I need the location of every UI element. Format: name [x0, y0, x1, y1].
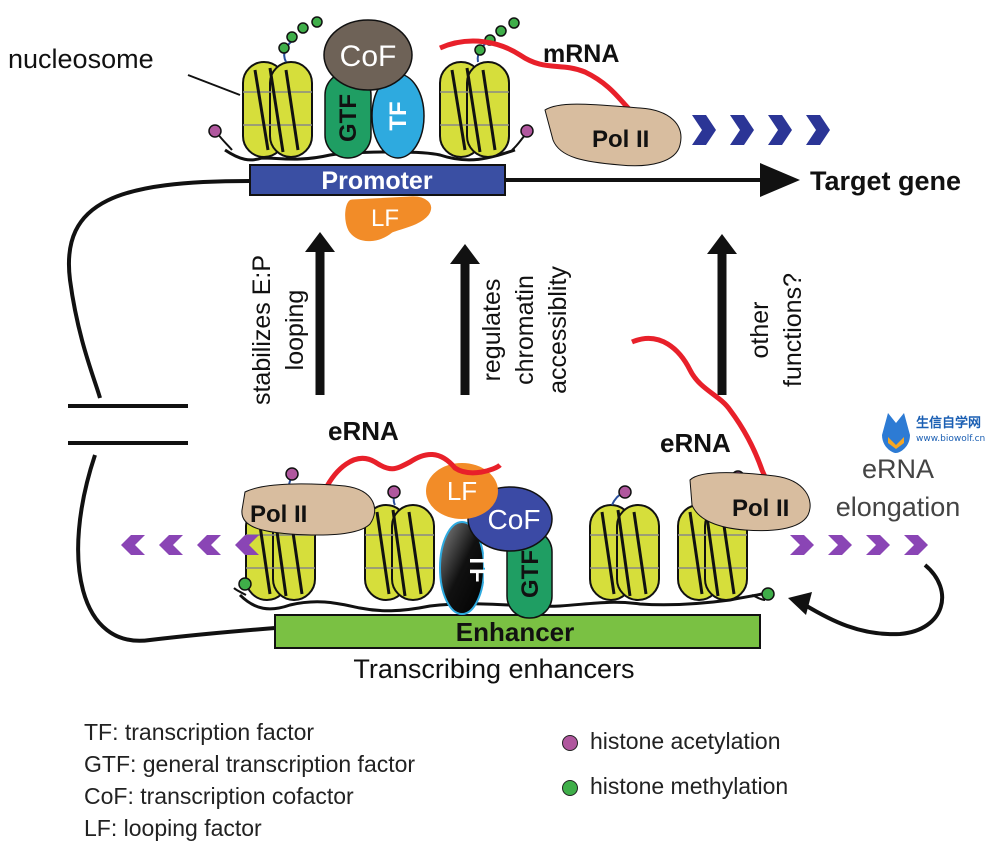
acetylation-dot-icon [562, 734, 578, 751]
acetylation-dot-bottom-1 [285, 467, 299, 481]
mrna-label: mRNA [543, 40, 619, 68]
methylation-chain-top-1 [278, 16, 323, 54]
nucleosome-bottom-3 [589, 504, 660, 601]
svg-text:CoF: CoF [340, 40, 397, 73]
histone-tail-acetyl-top-1 [217, 133, 233, 151]
pol2-top: Pol II [544, 103, 682, 167]
pol2-bottom-right: Pol II [689, 472, 811, 532]
methylation-dot-bottom-right [761, 587, 775, 601]
svg-text:TF: TF [385, 101, 412, 130]
cof-top: CoF [323, 19, 413, 91]
legend-acetylation-label: histone acetylation [590, 728, 781, 754]
erna-elongation-curved-arrow [803, 563, 945, 637]
acetylation-dot-top-2 [520, 124, 534, 138]
mrna-strand [439, 38, 632, 112]
arrow-regulates-accessibility: regulates chromatin accessiblity [450, 244, 572, 395]
gtf-top: GTF [324, 71, 372, 159]
erna-strand-left [322, 452, 502, 492]
nucleosome-top-2 [439, 61, 510, 158]
erna-direction-arrows-right [790, 535, 928, 555]
dna-loop-lower [76, 454, 276, 643]
acetylation-dot-top-1 [208, 124, 222, 138]
abbreviation-legend: TF: transcription factor GTF: general tr… [84, 716, 415, 844]
enhancer-dna-wrap [238, 590, 771, 613]
legend-abbr-lf: LF: looping factor [84, 815, 262, 841]
watermark-url: www.biowolf.cn [916, 434, 985, 444]
legend-methylation-label: histone methylation [590, 773, 789, 799]
promoter-label: Promoter [321, 167, 432, 195]
gtf-bottom: GTF [506, 529, 553, 619]
target-gene-arrowhead [760, 163, 800, 197]
histone-tail-methyl-bottom-left [233, 587, 247, 596]
svg-text:LF: LF [371, 205, 399, 232]
acetylation-dot-bottom-2 [387, 485, 401, 499]
promoter-dna-wrap [224, 148, 516, 162]
svg-text:other: other [746, 302, 774, 359]
nucleosome-label: nucleosome [8, 44, 154, 74]
legend-abbr-tf: TF: transcription factor [84, 719, 315, 745]
arrow-stabilizes-looping: stabilizes E:P looping [248, 232, 335, 405]
transcribing-enhancers-label: Transcribing enhancers [353, 654, 634, 684]
methylation-dot-bottom-left [238, 577, 252, 591]
arrow-other-functions: other functions? [707, 234, 807, 395]
enhancer-box [274, 614, 761, 649]
legend-abbr-gtf: GTF: general transcription factor [84, 751, 416, 777]
tf-bottom: TF [439, 521, 491, 615]
svg-text:GTF: GTF [335, 94, 362, 142]
legend-methylation: histone methylation [562, 773, 788, 800]
nucleosome-bottom-2 [364, 504, 435, 601]
svg-text:functions?: functions? [779, 273, 807, 387]
methylation-dot-icon [562, 779, 578, 796]
promoter-box [249, 164, 506, 196]
tf-top: TF [371, 73, 425, 159]
legend-abbr-cof: CoF: transcription cofactor [84, 783, 354, 809]
svg-text:GTF: GTF [517, 550, 544, 598]
svg-text:accessiblity: accessiblity [544, 266, 572, 394]
histone-tail-methyl-bottom-right [751, 594, 766, 601]
erna-elongation-arrowhead [788, 592, 812, 615]
nucleosome-top-1 [242, 61, 313, 158]
svg-text:Pol II: Pol II [732, 495, 789, 522]
target-gene-label: Target gene [810, 166, 961, 196]
erna-label-right: eRNA [660, 428, 731, 458]
erna-direction-arrows-left [121, 535, 259, 555]
svg-text:Pol II: Pol II [250, 501, 307, 528]
nucleosome-pointer [187, 74, 241, 96]
erna-elongation-label-line1: eRNA [862, 454, 934, 484]
svg-text:Pol II: Pol II [592, 126, 649, 153]
svg-text:TF: TF [464, 553, 491, 582]
erna-label-left: eRNA [328, 416, 399, 446]
svg-text:CoF: CoF [488, 504, 541, 535]
acetylation-dot-bottom-3 [618, 485, 632, 499]
watermark-title: 生信自学网 [916, 415, 981, 431]
lf-top: LF [345, 196, 432, 242]
pol2-bottom-left: Pol II [241, 483, 376, 536]
erna-elongation-label-line2: elongation [836, 492, 961, 522]
svg-text:looping: looping [281, 290, 309, 371]
svg-text:chromatin: chromatin [511, 275, 539, 385]
transcription-direction-arrows-top [692, 115, 830, 145]
wolf-logo-icon: 生信自学网 www.biowolf.cn [882, 413, 985, 453]
svg-text:stabilizes E:P: stabilizes E:P [248, 255, 276, 405]
svg-text:regulates: regulates [478, 279, 506, 382]
enhancer-label: Enhancer [456, 617, 575, 647]
watermark-logo: 生信自学网 www.biowolf.cn [878, 405, 998, 455]
lf-bottom: LF [426, 463, 498, 519]
svg-text:LF: LF [447, 476, 477, 506]
legend-acetylation: histone acetylation [562, 728, 781, 755]
dna-loop-upper [66, 179, 251, 399]
